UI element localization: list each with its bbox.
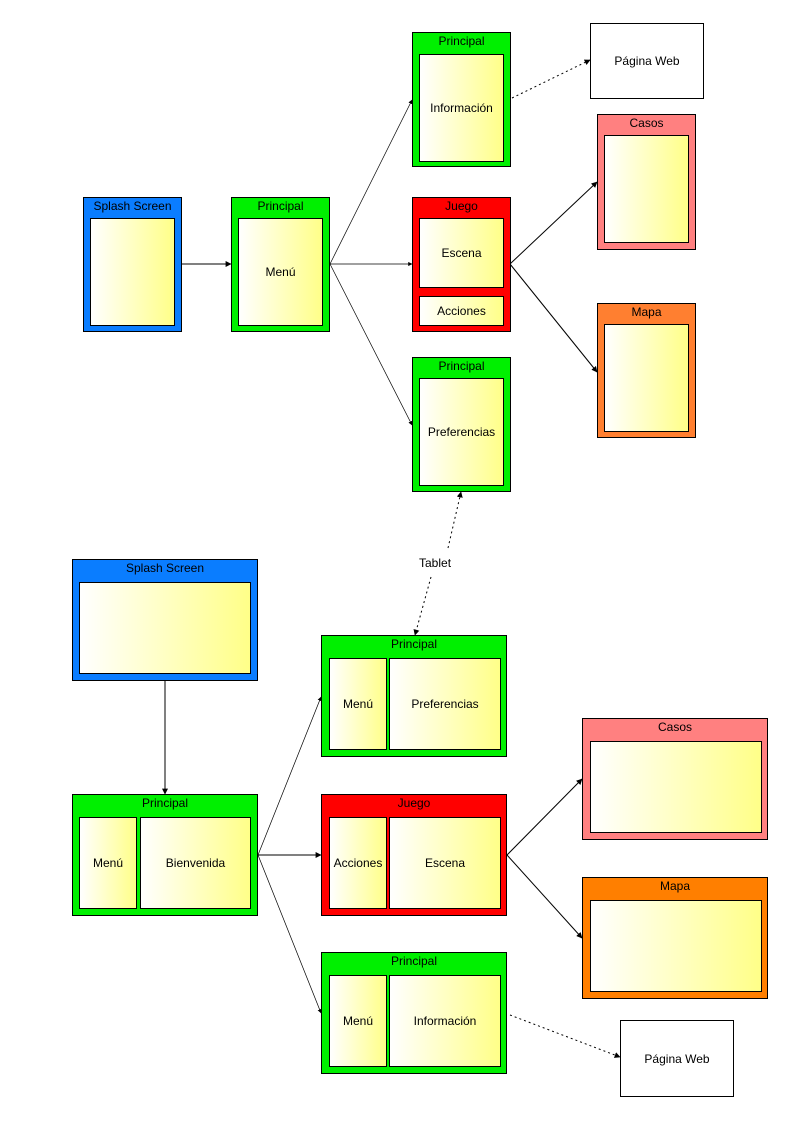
screen-title: Splash Screen — [93, 199, 172, 213]
screen-title: Principal — [438, 359, 485, 373]
edge-tablet-link-lower — [413, 576, 432, 636]
welcome-panel: Bienvenida — [140, 817, 251, 909]
splash-panel — [90, 218, 175, 326]
phone-mapa-screen: Mapa — [597, 303, 696, 438]
screen-title: Principal — [257, 199, 304, 213]
edge-phone-menu-to-prefs — [329, 263, 413, 426]
phone-splash-screen: Splash Screen — [83, 197, 182, 332]
tablet-prefs-screen: Principal Menú Preferencias — [321, 635, 507, 757]
screen-title: Mapa — [631, 305, 662, 319]
screen-title: Juego — [397, 796, 431, 810]
edge-tablet-link-upper — [447, 491, 463, 549]
screen-title: Casos — [657, 720, 692, 734]
screen-title: Juego — [445, 199, 478, 213]
casos-panel — [604, 135, 689, 243]
screen-title: Principal — [390, 954, 438, 968]
splash-panel — [79, 582, 251, 674]
edge-tablet-welcome-to-info — [257, 854, 322, 1014]
info-panel: Información — [389, 975, 501, 1067]
menu-panel: Menú — [238, 218, 323, 326]
tablet-web-page: Página Web — [620, 1020, 734, 1097]
edge-tablet-juego-to-casos — [506, 778, 583, 856]
screen-title: Principal — [141, 796, 189, 810]
phone-menu-screen: Principal Menú — [231, 197, 330, 332]
tablet-mapa-screen: Mapa — [582, 877, 768, 999]
screen-title: Principal — [390, 637, 438, 651]
menu-panel: Menú — [79, 817, 137, 909]
edge-phone-menu-to-info — [329, 99, 413, 265]
edge-phone-info-to-web — [511, 59, 591, 99]
info-panel: Información — [419, 54, 504, 162]
acciones-panel: Acciones — [419, 296, 504, 326]
prefs-panel: Preferencias — [419, 378, 504, 486]
phone-juego-screen: Juego Escena Acciones — [412, 197, 511, 332]
casos-panel — [590, 741, 762, 833]
phone-prefs-screen: Principal Preferencias — [412, 357, 511, 492]
menu-panel: Menú — [329, 658, 387, 750]
edge-tablet-juego-to-mapa — [506, 854, 583, 939]
screen-title: Splash Screen — [125, 561, 205, 575]
phone-info-screen: Principal Información — [412, 32, 511, 167]
mapa-panel — [590, 900, 762, 992]
prefs-panel: Preferencias — [389, 658, 501, 750]
screen-title: Mapa — [659, 879, 691, 893]
mapa-panel — [604, 324, 689, 432]
menu-panel: Menú — [329, 975, 387, 1067]
edge-phone-juego-to-mapa — [509, 263, 598, 373]
tablet-link-label: Tablet — [419, 556, 452, 570]
edge-phone-juego-to-casos — [509, 181, 598, 265]
edge-tablet-welcome-to-prefs — [257, 696, 322, 856]
screen-title: Principal — [438, 34, 485, 48]
edge-tablet-info-to-web — [509, 1014, 621, 1058]
phone-casos-screen: Casos — [597, 114, 696, 250]
escena-panel: Escena — [389, 817, 501, 909]
screen-title: Casos — [629, 116, 664, 130]
tablet-juego-screen: Juego Acciones Escena — [321, 794, 507, 916]
tablet-welcome-screen: Principal Menú Bienvenida — [72, 794, 258, 916]
phone-web-page: Página Web — [590, 23, 704, 99]
tablet-casos-screen: Casos — [582, 718, 768, 840]
escena-panel: Escena — [419, 218, 504, 288]
tablet-info-screen: Principal Menú Información — [321, 952, 507, 1074]
acciones-panel: Acciones — [329, 817, 387, 909]
tablet-splash-screen: Splash Screen — [72, 559, 258, 681]
